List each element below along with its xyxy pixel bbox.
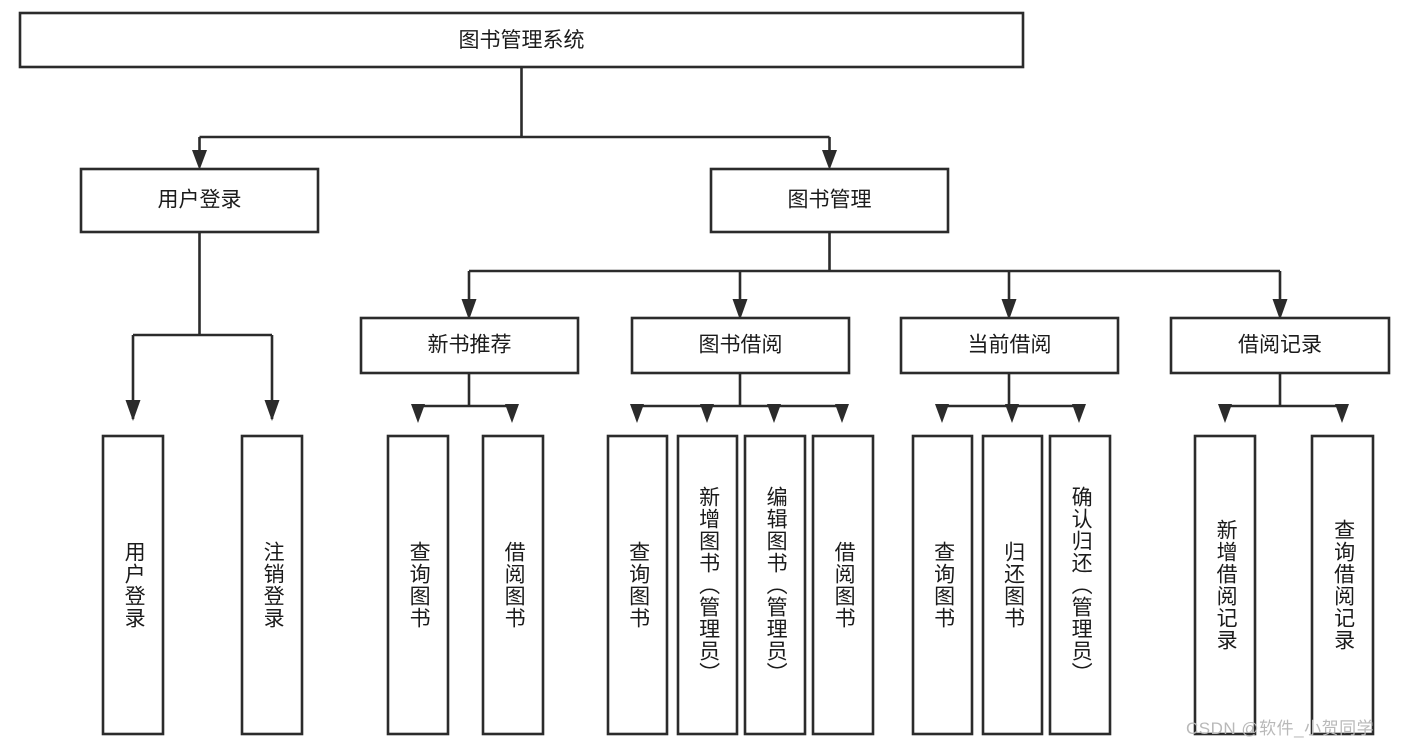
node-book-borrow-label: 图书借阅 (699, 334, 783, 357)
node-leaf-return-book[interactable] (981, 434, 1044, 736)
node-leaf-add-book-admin[interactable] (676, 434, 739, 736)
node-borrow-record-label: 借阅记录 (1238, 334, 1322, 357)
arrowhead-layer (125, 150, 1349, 423)
watermark: CSDN @软件_小贺同学 (1186, 719, 1375, 738)
node-root[interactable] (18, 11, 1025, 69)
node-book-management-label: 图书管理 (788, 189, 872, 212)
arrowhead-leaf-1 (125, 400, 141, 421)
arrowhead-book-borrow (732, 299, 748, 320)
node-book-management[interactable] (709, 167, 950, 234)
node-book-borrow[interactable] (630, 316, 851, 375)
arrowhead-borrow-record (1272, 299, 1288, 320)
node-user-login-label: 用户登录 (158, 189, 242, 212)
node-leaf-user-login[interactable] (101, 434, 165, 736)
node-current-borrow[interactable] (899, 316, 1120, 375)
node-new-book-recommend-label: 新书推荐 (428, 334, 512, 357)
node-layer: 图书管理系统 用户登录 图书管理 新书推荐 图书借阅 当前借阅 借阅记录 (18, 11, 1391, 736)
arrowhead-leaf-3 (411, 404, 425, 423)
node-leaf-borrow-book-b[interactable] (811, 434, 875, 736)
node-root-label: 图书管理系统 (459, 29, 585, 52)
arrowhead-book-mgmt (822, 150, 837, 170)
arrowhead-leaf-8 (835, 404, 849, 423)
arrowhead-leaf-11 (1072, 404, 1086, 423)
node-leaf-query-borrow-record[interactable] (1310, 434, 1375, 736)
node-user-login[interactable] (79, 167, 320, 234)
node-leaf-edit-book-admin[interactable] (743, 434, 807, 736)
node-current-borrow-label: 当前借阅 (968, 334, 1052, 357)
node-leaf-query-book-b[interactable] (606, 434, 669, 736)
node-new-book-recommend[interactable] (359, 316, 580, 375)
arrowhead-new-book (461, 299, 477, 320)
arrowhead-leaf-7 (767, 404, 781, 423)
node-leaf-add-borrow-record[interactable] (1193, 434, 1257, 736)
arrowhead-leaf-2 (264, 400, 280, 421)
arrowhead-user-login (192, 150, 207, 170)
arrowhead-leaf-5 (630, 404, 644, 423)
arrowhead-leaf-4 (505, 404, 519, 423)
arrowhead-leaf-12 (1218, 404, 1232, 423)
arrowhead-leaf-9 (935, 404, 949, 423)
arrowhead-leaf-10 (1005, 404, 1019, 423)
node-leaf-confirm-return-admin[interactable] (1048, 434, 1112, 736)
node-leaf-logout[interactable] (240, 434, 304, 736)
arrowhead-current-borrow (1001, 299, 1017, 320)
node-leaf-query-book-c[interactable] (911, 434, 974, 736)
arrowhead-leaf-6 (700, 404, 714, 423)
node-leaf-borrow-book-a[interactable] (481, 434, 545, 736)
node-borrow-record[interactable] (1169, 316, 1391, 375)
node-leaf-query-book-a[interactable] (386, 434, 450, 736)
arrowhead-leaf-13 (1335, 404, 1349, 423)
